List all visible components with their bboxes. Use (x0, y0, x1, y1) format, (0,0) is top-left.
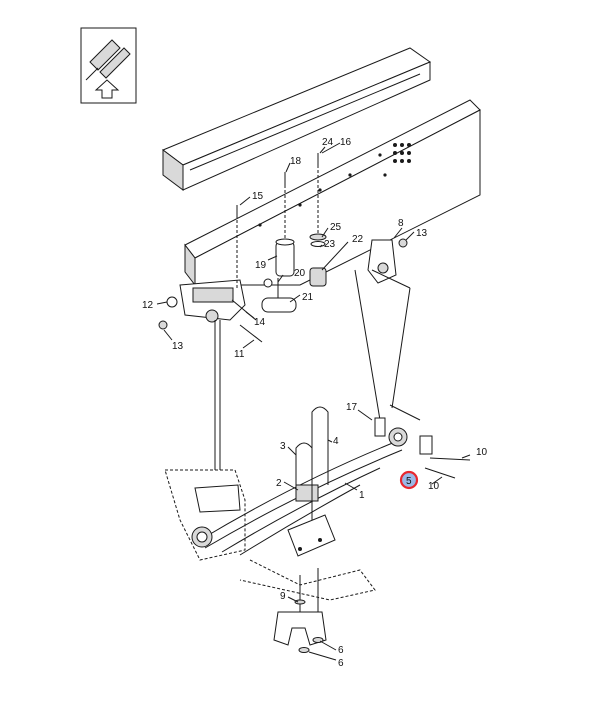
callout-5[interactable]: 5 (406, 476, 412, 487)
frame-rail-lower (184, 99, 481, 287)
highlighted-callout-marker[interactable] (399, 470, 419, 490)
callout-6a: 6 (338, 645, 344, 656)
detail-leader-triangle (354, 269, 421, 421)
axle-seat-plate (287, 514, 336, 557)
callout-19: 19 (255, 260, 267, 271)
axle-outline (164, 469, 376, 601)
callout-4: 4 (333, 436, 339, 447)
callout-1: 1 (359, 490, 365, 501)
callout-9: 9 (280, 591, 286, 602)
assembly-guide-lines (214, 160, 319, 470)
callout-10a: 10 (476, 447, 488, 458)
bottom-clamp (273, 599, 327, 653)
frame-rail-holes (258, 143, 411, 227)
rear-shackle-detail (374, 417, 471, 479)
frame-rail-upper (161, 47, 432, 191)
callout-17: 17 (346, 402, 358, 413)
callout-11: 11 (234, 349, 245, 360)
callout-21: 21 (302, 292, 314, 303)
callout-15: 15 (252, 191, 264, 202)
callout-14: 14 (254, 317, 266, 328)
callout-23: 23 (324, 239, 336, 250)
callout-22: 22 (352, 234, 364, 245)
bump-stop-assembly (261, 233, 327, 313)
front-direction-arrow-icon (80, 27, 137, 104)
callout-8: 8 (398, 218, 404, 229)
callout-18: 18 (290, 156, 302, 167)
callout-2: 2 (276, 478, 282, 489)
callout-25: 25 (330, 222, 342, 233)
callout-13b: 13 (416, 228, 428, 239)
callout-12: 12 (142, 300, 154, 311)
callout-6b: 6 (338, 658, 344, 669)
callout-labels: 1 2 3 4 5 6 6 8 9 10 10 11 12 13 13 14 1… (142, 137, 488, 669)
rear-shackle-bracket (367, 239, 397, 284)
callout-16: 16 (340, 137, 352, 148)
callout-10b: 10 (428, 481, 440, 492)
callout-leaders (156, 142, 471, 661)
callout-24: 24 (322, 137, 334, 148)
callout-3: 3 (280, 441, 286, 452)
callout-13a: 13 (172, 341, 184, 352)
callout-20: 20 (294, 268, 306, 279)
front-spring-bracket (166, 279, 246, 323)
